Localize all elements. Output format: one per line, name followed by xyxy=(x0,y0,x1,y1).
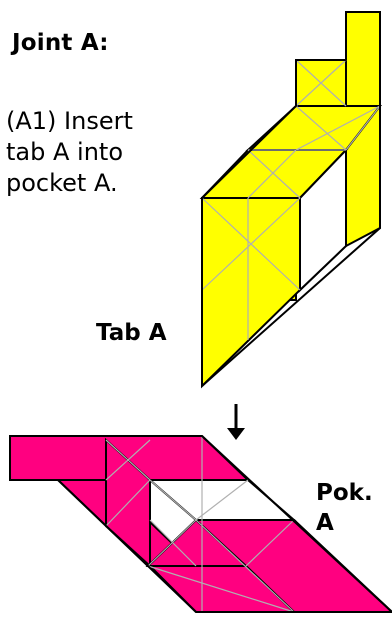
pocket-a-piece xyxy=(9,435,392,613)
pocket-label-line: Pok. xyxy=(316,480,373,506)
down-arrow-icon xyxy=(227,404,245,440)
tab-a-label: Tab A xyxy=(96,320,167,346)
instruction-line: tab A into xyxy=(6,138,123,166)
tab-a-piece xyxy=(199,11,383,389)
tab-opening xyxy=(299,147,347,293)
instruction-text: (A1) Insert tab A into pocket A. xyxy=(6,106,133,199)
pocket-a-label: Pok. A xyxy=(316,478,373,538)
tab-left-panel xyxy=(201,197,301,389)
instruction-line: pocket A. xyxy=(6,169,118,197)
pocket-label-line: A xyxy=(316,510,334,536)
joint-title: Joint A: xyxy=(12,30,109,56)
instruction-line: (A1) Insert xyxy=(6,107,133,135)
